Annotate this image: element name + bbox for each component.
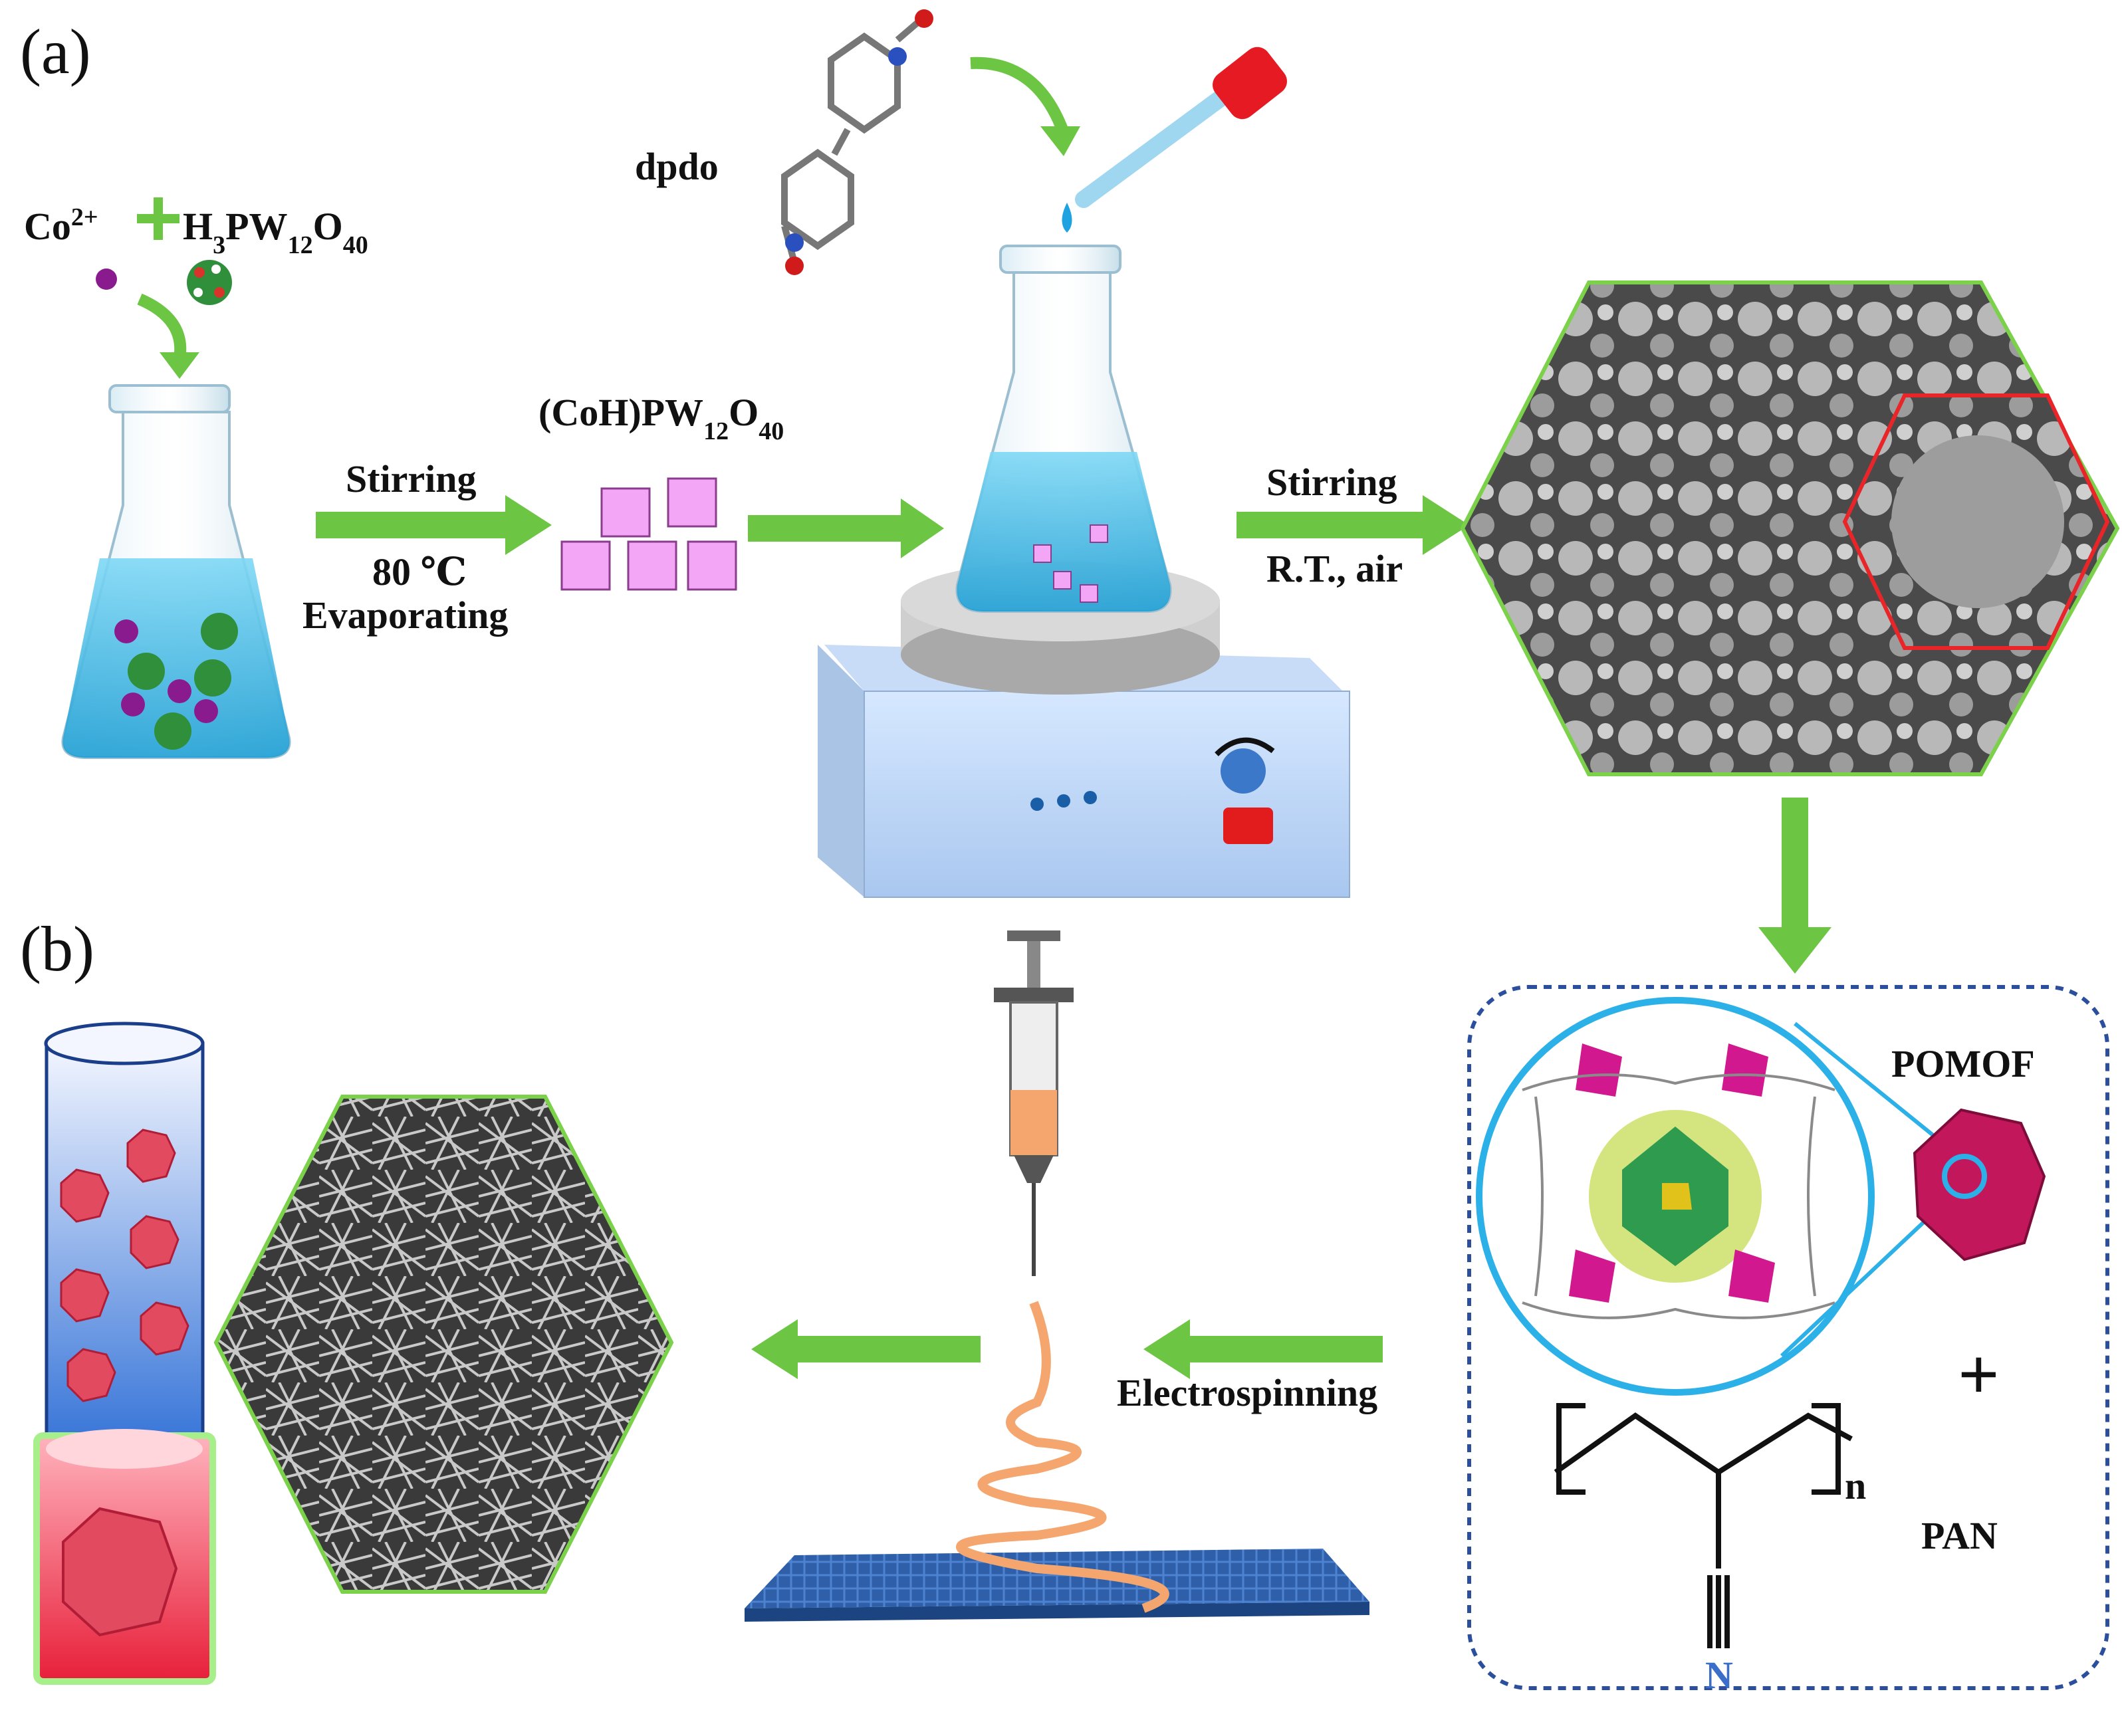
cube-crystal-icons [560, 477, 737, 591]
pan-nitrogen-label: N [1705, 1654, 1733, 1697]
sem-image-crystals [1460, 280, 2120, 776]
step2-arrow: Stirring R.T., air [1237, 461, 1469, 590]
step2-label-conditions: R.T., air [1266, 547, 1403, 590]
electrospinning-collector [745, 1301, 1369, 1622]
step2-label-stirring: Stirring [1266, 461, 1397, 504]
down-arrow-to-product [1758, 798, 1831, 974]
step1-label-evaporating: Evaporating [302, 594, 508, 637]
stirrer-knob [1221, 748, 1266, 794]
pan-n-label: n [1845, 1464, 1866, 1507]
svg-text:H3PW12O40: H3PW12O40 [183, 205, 368, 259]
dpdo-label: dpdo [635, 145, 719, 188]
step3-label-electrospinning: Electrospinning [1117, 1371, 1377, 1414]
intermediate: (CoH)PW12O40 [538, 391, 784, 591]
step3-arrows: Electrospinning [751, 1319, 1383, 1414]
down-arrow-icon [137, 293, 187, 360]
cobalt-ion-icon [96, 269, 117, 290]
plus-icon [137, 197, 179, 240]
sem-image-fibers [213, 1095, 674, 1594]
flask-2 [955, 245, 1172, 613]
product-plus: + [1958, 1334, 2000, 1415]
stirrer-power-switch [1223, 808, 1273, 844]
hotplate-stirrer [818, 562, 1350, 898]
panel-label-b: (b) [20, 913, 94, 984]
polyoxometalate-cluster-icon [187, 260, 232, 305]
arrow-to-flask-2 [748, 498, 944, 558]
step1-label-temperature: 80 ℃ [372, 550, 467, 594]
pomof-label: POMOF [1891, 1042, 2035, 1085]
svg-text:(CoH)PW12O40: (CoH)PW12O40 [538, 391, 784, 445]
product-box: POMOF + PAN n N [1467, 985, 2109, 1697]
pan-structure [1554, 1403, 1853, 1648]
svg-text:Co2+: Co2+ [24, 203, 98, 248]
step1-label-stirring: Stirring [346, 457, 477, 500]
test-tube [33, 1022, 216, 1685]
syringe-icon [994, 930, 1074, 1276]
reactants-formula: Co2+ H3PW12O40 [24, 197, 368, 379]
spun-fiber [956, 1301, 1169, 1613]
step1-arrow: Stirring 80 ℃ Evaporating [302, 457, 552, 637]
dpdo-ligand: dpdo [635, 9, 1080, 275]
dropper-icon [1062, 47, 1287, 233]
pomof-crystal-icon [1913, 1108, 2046, 1261]
panel-label-a: (a) [20, 16, 91, 87]
pan-label: PAN [1921, 1514, 1998, 1557]
flask-1 [61, 384, 291, 759]
